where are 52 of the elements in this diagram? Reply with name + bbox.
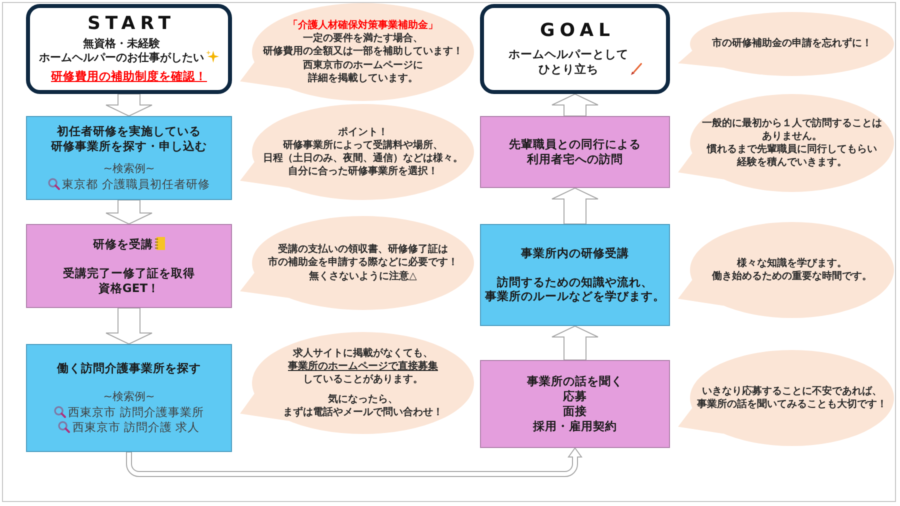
note-text: 求人サイトに掲載がなくても、事業所のホームページで直接募集していることがあります。 — [288, 347, 438, 387]
block-arrow — [106, 308, 152, 345]
step-text: 採用・雇用契約 — [533, 418, 617, 434]
arrow — [126, 448, 582, 477]
heading: GOAL — [539, 20, 615, 42]
heading: START — [86, 14, 176, 35]
search-keyword: 東京都 介護職員初任者研修 — [62, 176, 210, 192]
process-box — [480, 116, 670, 188]
step-text: 研修を受講 — [93, 236, 153, 252]
note-text: 気になったら、まずは電話やメールで問い合わせ！ — [283, 392, 443, 419]
note-text: ポイント！ — [338, 126, 388, 139]
note-text: 研修事業所によって受講料や場所、日程（土日のみ、夜間、通信）などは様々。 — [263, 138, 463, 166]
step-text: 訪問するための知識や流れ、事業所のルールなどを学びます。 — [485, 274, 665, 304]
search-example-label: ~検索例~ — [103, 390, 155, 405]
note-text: 一定の要件を満たす場合、研修費用の全額又は一部を補助しています！ — [263, 32, 463, 59]
block-arrow — [552, 187, 598, 224]
search-keyword: 西東京市 訪問介護事業所 — [68, 404, 204, 420]
step-text: ホームヘルパーとしてひとり立ち — [508, 47, 628, 78]
note-text: 自分に合った研修事業所を選択！ — [288, 165, 438, 178]
search-keyword: 西東京市 訪問介護 求人 — [72, 420, 200, 435]
step-text: 面接 — [563, 404, 587, 419]
note-text: 受講の支払いの領収書、研修修了証は市の補助金を申請する際などに必要です！ — [268, 243, 458, 270]
note-title: 「介護人材確保対策事業補助金」 — [288, 19, 438, 32]
step-text: 資格GET！ — [98, 280, 160, 296]
note-text: 一般的に最初から１人で訪問することはありません。 — [702, 116, 882, 143]
block-arrow — [106, 94, 152, 117]
note-text: 様々な知識を学びます。 — [737, 256, 847, 270]
step-text: 働く訪問介護事業所を探す — [57, 361, 201, 376]
note-text: 市の研修補助金の申請を忘れずに！ — [712, 37, 872, 51]
block-arrow — [552, 93, 598, 116]
step-text: 応募 — [563, 389, 587, 404]
note-text: 無くさないように注意△ — [309, 270, 417, 283]
process-box — [480, 360, 670, 448]
step-text: 無資格・未経験ホームヘルパーのお仕事がしたい — [39, 36, 204, 66]
step-text: 受講完了ー修了証を取得 — [63, 266, 195, 280]
step-text: 事業所内の研修受講 — [521, 246, 629, 261]
block-arrow — [106, 200, 152, 225]
step-text: 先輩職員との同行による利用者宅への訪問 — [509, 137, 641, 167]
process-box — [26, 116, 232, 200]
note-text: いきなり応募することに不安であれば、事業所の話を聞いてみることも大切です！ — [697, 384, 887, 412]
process-box — [480, 224, 670, 326]
note-text: 西東京市のホームページに詳細を掲載しています。 — [303, 58, 423, 85]
rounded-box — [480, 4, 670, 94]
step-text: 初任者研修を実施している研修事業所を探す・申し込む — [51, 124, 207, 154]
process-box — [26, 224, 232, 308]
step-text: 事業所の話を聞く — [527, 374, 623, 390]
note-text: 慣れるまで先輩職員に同行してもらい経験を積んでいきます。 — [707, 143, 877, 170]
block-arrow — [552, 325, 598, 360]
note-text: 働き始めるための重要な時間です。 — [712, 270, 872, 284]
rounded-box — [26, 4, 232, 94]
search-example-label: ~検索例~ — [103, 162, 155, 177]
process-box — [26, 344, 232, 452]
